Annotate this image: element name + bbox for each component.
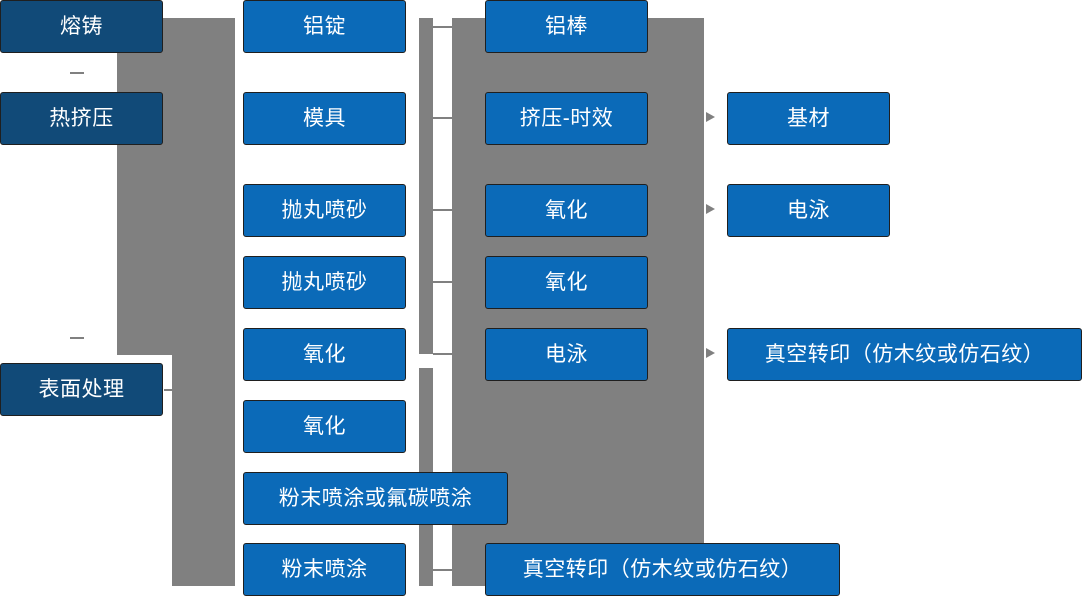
arrow-to-s2-3 — [224, 203, 235, 217]
node-label: 真空转印（仿木纹或仿石纹） — [522, 557, 803, 581]
node-label: 氧化 — [545, 270, 588, 294]
node-label: 表面处理 — [38, 377, 125, 401]
connector-tick-down-1 — [70, 72, 84, 74]
node-label: 电泳 — [787, 198, 830, 222]
node-surface-treatment[interactable]: 表面处理 — [0, 363, 163, 416]
arrow-to-s2-7 — [224, 491, 235, 505]
connector-rail-tick-6 — [433, 569, 455, 571]
node-label: 热挤压 — [49, 106, 114, 130]
node-shot-blasting-2[interactable]: 抛丸喷砂 — [243, 256, 406, 309]
node-label: 氧化 — [303, 342, 346, 366]
node-label: 真空转印（仿木纹或仿石纹） — [764, 342, 1045, 366]
node-oxidation-s2-2[interactable]: 氧化 — [243, 400, 406, 453]
node-label: 抛丸喷砂 — [281, 198, 368, 222]
node-label: 抛丸喷砂 — [281, 270, 368, 294]
node-electrophoresis-s4[interactable]: 电泳 — [727, 184, 890, 237]
node-powder-or-fluorocarbon-coating[interactable]: 粉末喷涂或氟碳喷涂 — [243, 472, 508, 525]
node-oxidation-s3-1[interactable]: 氧化 — [485, 184, 648, 237]
connector-rail-tick-4 — [433, 281, 455, 283]
connector-rail-middle-upper — [419, 18, 433, 354]
connector-rail-tick-5 — [433, 353, 455, 355]
connector-stub-surface-treatment — [164, 389, 184, 391]
node-label: 熔铸 — [60, 14, 103, 38]
node-hot-extrusion[interactable]: 热挤压 — [0, 92, 163, 145]
connector-tick-down-2 — [70, 337, 84, 339]
arrow-to-s4-2 — [706, 204, 715, 214]
node-shot-blasting-1[interactable]: 抛丸喷砂 — [243, 184, 406, 237]
arrow-to-s2-5 — [224, 347, 235, 361]
arrow-to-s4-1 — [706, 112, 715, 122]
node-label: 电泳 — [545, 342, 588, 366]
node-oxidation-s3-2[interactable]: 氧化 — [485, 256, 648, 309]
connector-rail-tick-2 — [433, 117, 455, 119]
arrow-to-s2-6 — [224, 419, 235, 433]
arrow-to-s2-8 — [224, 562, 235, 576]
node-label: 铝棒 — [545, 14, 588, 38]
arrow-to-s2-2 — [224, 111, 235, 125]
node-aluminum-ingot[interactable]: 铝锭 — [243, 0, 406, 53]
node-oxidation-s2-1[interactable]: 氧化 — [243, 328, 406, 381]
node-label: 粉末喷涂或氟碳喷涂 — [278, 486, 473, 510]
node-powder-coating[interactable]: 粉末喷涂 — [243, 543, 406, 596]
arrow-to-s4-3 — [706, 348, 715, 358]
node-extrusion-aging[interactable]: 挤压-时效 — [485, 92, 648, 145]
node-label: 铝锭 — [303, 14, 346, 38]
connector-rail-tick-1 — [433, 26, 455, 28]
node-label: 基材 — [787, 106, 830, 130]
node-vacuum-transfer-printing-s3[interactable]: 真空转印（仿木纹或仿石纹） — [485, 543, 840, 596]
node-aluminum-bar[interactable]: 铝棒 — [485, 0, 648, 53]
node-electrophoresis-s3[interactable]: 电泳 — [485, 328, 648, 381]
node-label: 氧化 — [545, 198, 588, 222]
node-base-material[interactable]: 基材 — [727, 92, 890, 145]
connector-trunk-left-lower — [117, 140, 180, 355]
node-label: 模具 — [303, 106, 346, 130]
arrow-to-s2-1 — [224, 19, 235, 33]
node-label: 氧化 — [303, 414, 346, 438]
node-melting-casting[interactable]: 熔铸 — [0, 0, 163, 53]
node-mold[interactable]: 模具 — [243, 92, 406, 145]
connector-rail-tick-3 — [433, 209, 455, 211]
node-label: 挤压-时效 — [519, 106, 614, 130]
node-label: 粉末喷涂 — [281, 557, 368, 581]
node-vacuum-transfer-printing-s4[interactable]: 真空转印（仿木纹或仿石纹） — [727, 328, 1082, 381]
arrow-to-s2-4 — [224, 275, 235, 289]
